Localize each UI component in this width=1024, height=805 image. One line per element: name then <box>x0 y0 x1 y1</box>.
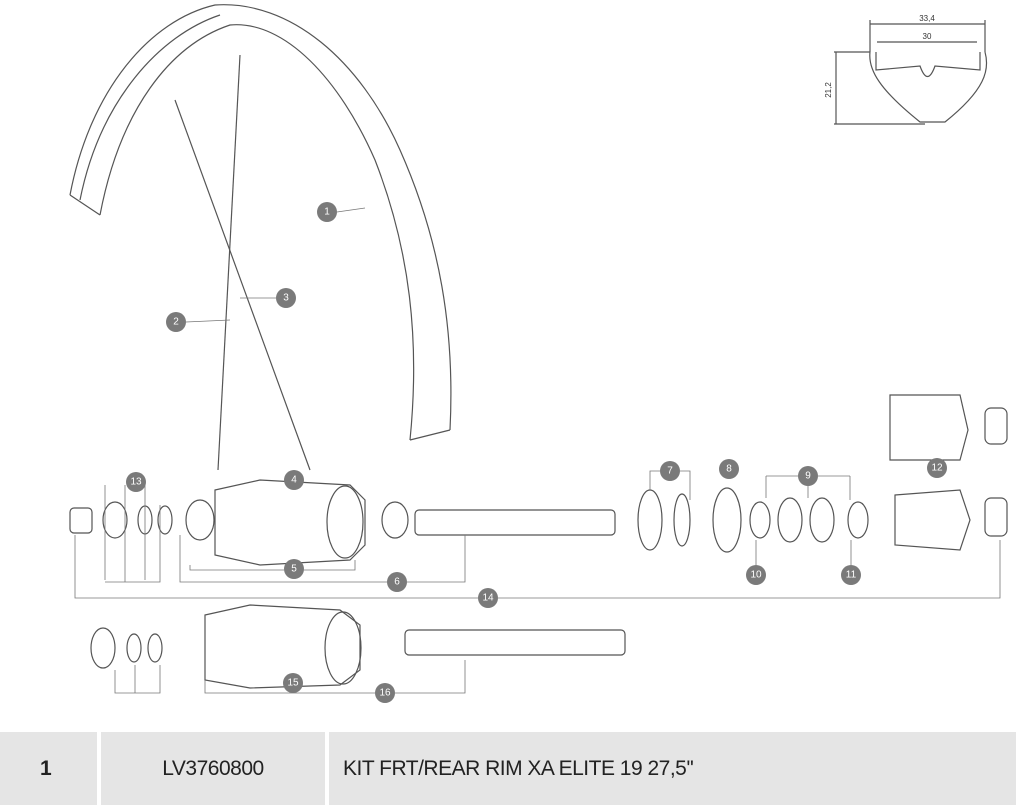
spokes-drawing <box>174 54 311 471</box>
callout-circle <box>719 459 739 479</box>
callout-label: 6 <box>394 577 400 588</box>
callout-circle <box>283 673 303 693</box>
callout-circle <box>927 458 947 478</box>
leader-lines <box>74 207 1001 694</box>
callout-label: 1 <box>324 207 330 218</box>
callout-label: 13 <box>130 477 142 488</box>
alt-hub-drawing <box>90 604 626 689</box>
parts-table-row: 1 LV3760800 KIT FRT/REAR RIM XA ELITE 19… <box>0 732 1016 805</box>
part-code: LV3760800 <box>101 732 325 805</box>
rim-inner-width: 30 <box>923 32 932 41</box>
callout-1: 1 <box>317 202 337 222</box>
callout-13: 13 <box>126 472 146 492</box>
callout-circle <box>841 565 861 585</box>
callout-10: 10 <box>746 565 766 585</box>
callout-label: 2 <box>173 317 179 328</box>
callout-circle <box>660 461 680 481</box>
callout-11: 11 <box>841 565 861 585</box>
callout-7: 7 <box>660 461 680 481</box>
rim-height: 21,2 <box>824 82 833 98</box>
callout-circle <box>387 572 407 592</box>
callout-label: 10 <box>750 570 762 581</box>
callout-label: 5 <box>291 564 297 575</box>
callout-circle <box>746 565 766 585</box>
callout-6: 6 <box>387 572 407 592</box>
callout-label: 3 <box>283 293 289 304</box>
callout-8: 8 <box>719 459 739 479</box>
rim-drawing <box>69 4 452 441</box>
callout-circle <box>126 472 146 492</box>
callout-2: 2 <box>166 312 186 332</box>
callout-label: 7 <box>667 466 673 477</box>
part-ref: 1 <box>0 732 97 805</box>
part-description: KIT FRT/REAR RIM XA ELITE 19 27,5'' <box>329 732 1016 805</box>
callout-label: 15 <box>287 678 299 689</box>
callout-12: 12 <box>927 458 947 478</box>
callout-label: 12 <box>931 463 943 474</box>
callout-label: 14 <box>482 593 494 604</box>
callout-circle <box>478 588 498 608</box>
rim-profile-drawing <box>834 20 988 125</box>
callout-circle <box>284 470 304 490</box>
callout-label: 9 <box>805 471 811 482</box>
callout-label: 11 <box>846 570 857 581</box>
callout-circle <box>276 288 296 308</box>
callout-circle <box>166 312 186 332</box>
callout-circle <box>284 559 304 579</box>
callout-circle <box>798 466 818 486</box>
hub-drawing <box>69 394 1008 566</box>
callout-15: 15 <box>283 673 303 693</box>
callout-4: 4 <box>284 470 304 490</box>
callout-16: 16 <box>375 683 395 703</box>
callout-3: 3 <box>276 288 296 308</box>
callout-5: 5 <box>284 559 304 579</box>
callout-circle <box>375 683 395 703</box>
callout-14: 14 <box>478 588 498 608</box>
callout-label: 16 <box>379 688 391 699</box>
callout-label: 8 <box>726 464 732 475</box>
callout-circle <box>317 202 337 222</box>
rim-outer-width: 33,4 <box>919 14 935 23</box>
callout-9: 9 <box>798 466 818 486</box>
callout-label: 4 <box>291 475 297 486</box>
